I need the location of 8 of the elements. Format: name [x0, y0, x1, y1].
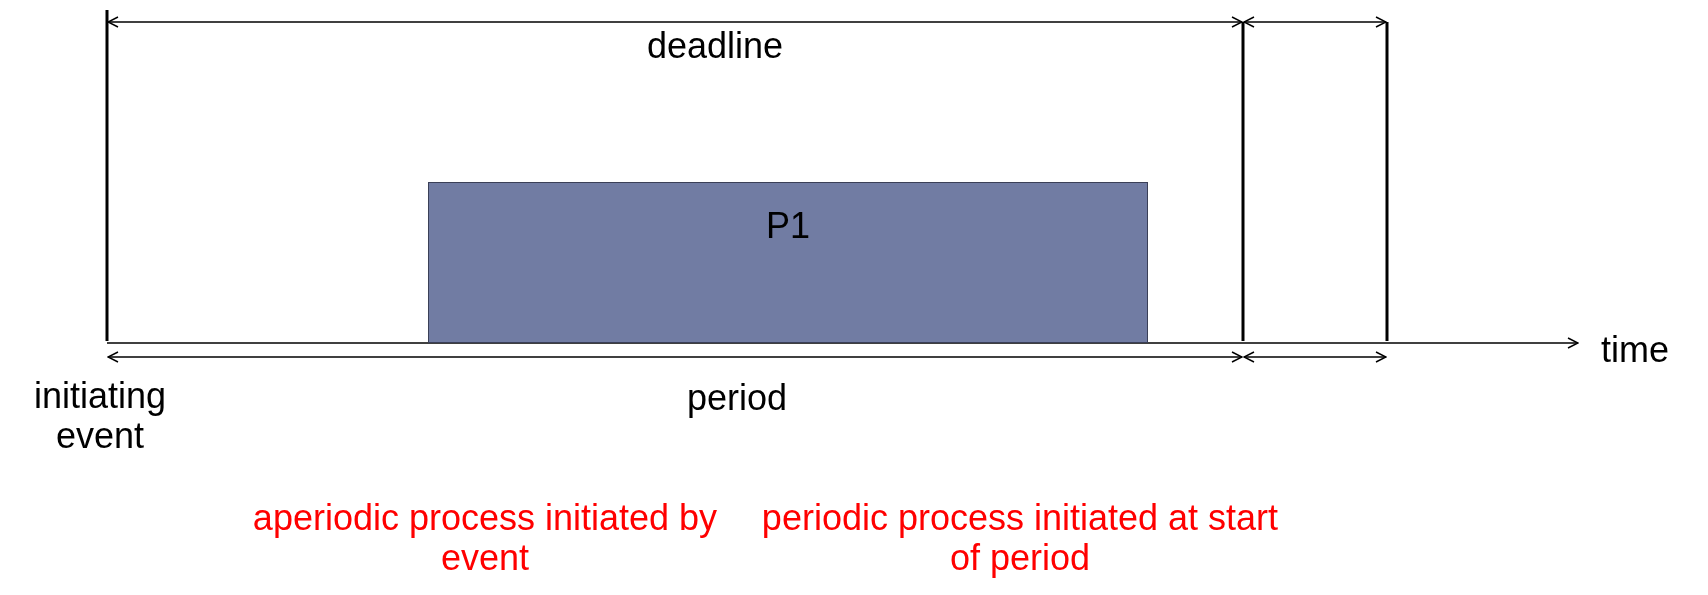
process-label: P1	[764, 204, 811, 247]
dimension-label: deadline	[645, 26, 785, 66]
note-text: periodic process initiated at start of period	[760, 498, 1280, 578]
event-label: initiating event	[32, 376, 168, 456]
process-bar	[428, 182, 1148, 343]
axis-label: time	[1600, 330, 1670, 370]
note-text: aperiodic process initiated by event	[251, 498, 719, 578]
dimension-label: period	[685, 378, 789, 418]
